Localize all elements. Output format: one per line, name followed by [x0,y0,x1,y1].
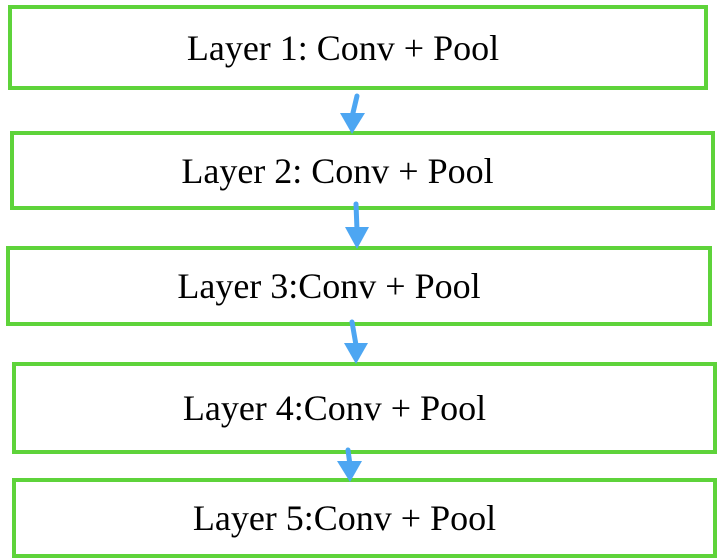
arrow-2-to-3 [345,201,369,249]
layer-5-box: Layer 5:Conv + Pool [12,478,717,558]
layer-4-label: Layer 4:Conv + Pool [182,388,487,428]
layer-2-label: Layer 2: Conv + Pool [181,150,494,191]
layer-3-box: Layer 3:Conv + Pool [6,246,712,326]
layer-1-box: Layer 1: Conv + Pool [8,5,708,90]
arrow-3-to-4 [344,319,368,364]
arrow-1-to-2 [340,93,365,134]
layer-2-box: Layer 2: Conv + Pool [10,131,715,210]
layer-5-label: Layer 5:Conv + Pool [192,498,497,538]
layer-3-label: Layer 3:Conv + Pool [177,266,481,306]
arrow-4-to-5 [337,447,362,482]
layer-4-box: Layer 4:Conv + Pool [12,362,717,454]
layer-1-label: Layer 1: Conv + Pool [186,27,500,68]
